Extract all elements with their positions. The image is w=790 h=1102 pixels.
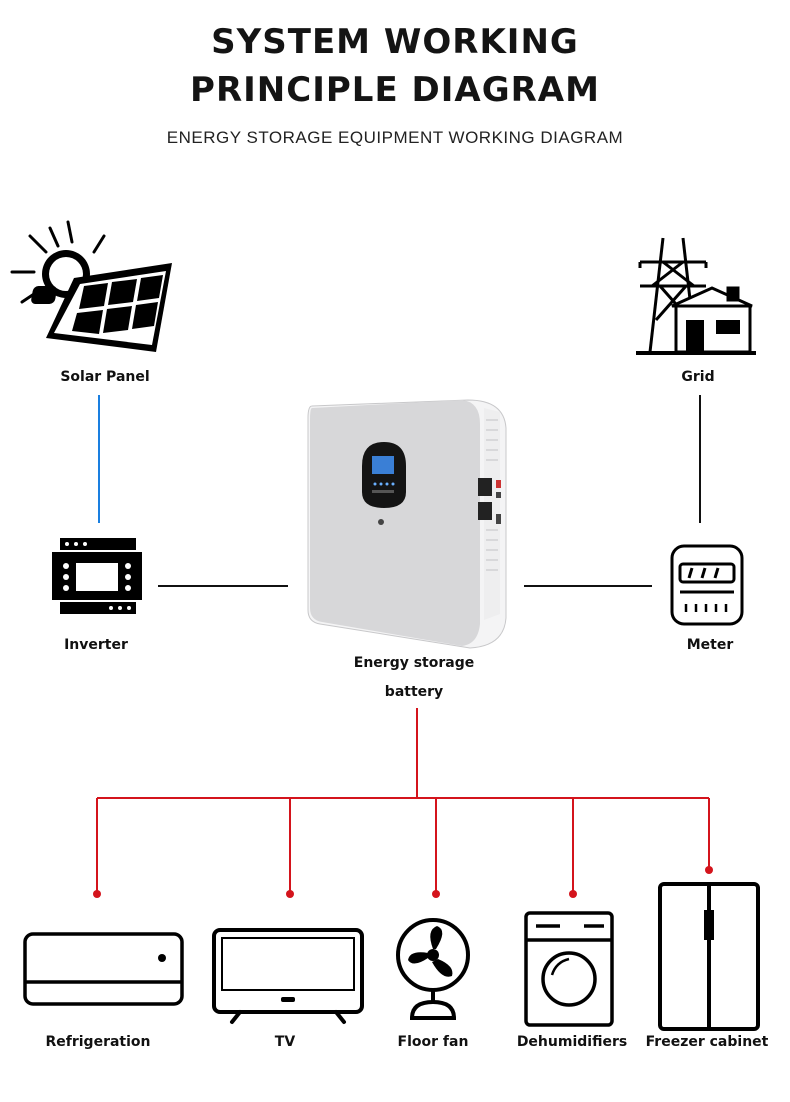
washing-machine-icon — [524, 911, 614, 1027]
fan-icon — [396, 918, 470, 1020]
grid-label: Grid — [681, 369, 715, 385]
solar-panel-icon — [10, 220, 172, 352]
load-distribution-lines — [96, 708, 710, 894]
meter-label: Meter — [686, 637, 734, 653]
load-label-refrigeration: Refrigeration — [45, 1034, 151, 1050]
solar-panel-label: Solar Panel — [60, 369, 150, 385]
title-line-1: SYSTEM WORKING — [211, 22, 579, 62]
subtitle: ENERGY STORAGE EQUIPMENT WORKING DIAGRAM — [166, 128, 624, 147]
load-label-tv: TV — [274, 1034, 296, 1050]
grid-icon — [636, 237, 756, 355]
meter-icon — [670, 544, 744, 626]
fridge-icon — [658, 882, 760, 1031]
energy-storage-battery-device — [307, 399, 507, 649]
inverter-label: Inverter — [64, 637, 128, 653]
load-connection-dots — [93, 866, 713, 898]
tv-icon — [212, 928, 364, 1024]
inverter-icon — [52, 538, 142, 614]
title-line-2: PRINCIPLE DIAGRAM — [190, 70, 600, 110]
air-conditioner-icon — [23, 932, 184, 1006]
battery-label-line-1: Energy storage — [353, 655, 475, 671]
battery-label-line-2: battery — [384, 684, 444, 700]
load-label-floor-fan: Floor fan — [397, 1034, 469, 1050]
load-label-dehumidifiers: Dehumidifiers — [516, 1034, 628, 1050]
load-label-freezer-cabinet: Freezer cabinet — [645, 1034, 769, 1050]
